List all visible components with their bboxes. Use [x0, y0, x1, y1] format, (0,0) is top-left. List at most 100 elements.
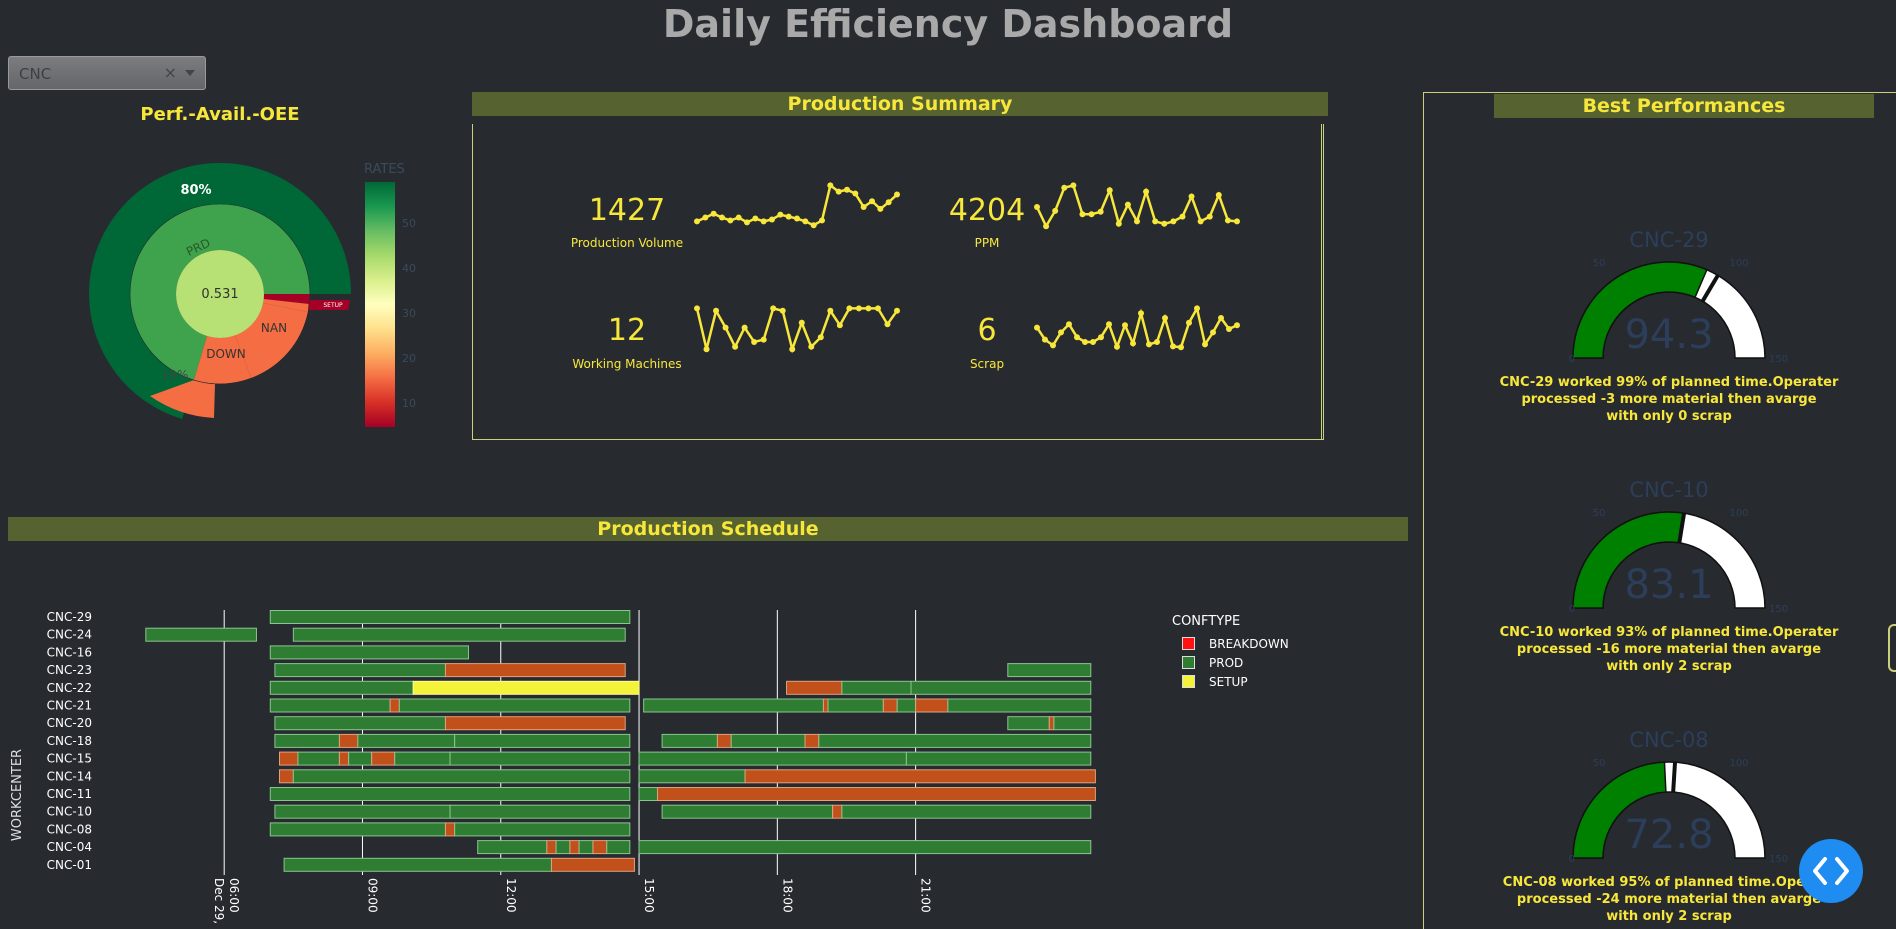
- gantt-bar[interactable]: [477, 840, 548, 855]
- gantt-bar[interactable]: [661, 804, 834, 819]
- sunburst-outer-prd-arc[interactable]: [89, 163, 351, 294]
- gantt-bar[interactable]: [1048, 716, 1055, 731]
- gantt-bar[interactable]: [896, 698, 917, 713]
- gantt-bar[interactable]: [546, 840, 557, 855]
- gantt-bar[interactable]: [338, 733, 359, 748]
- sunburst-center[interactable]: [176, 250, 264, 338]
- chevron-down-icon[interactable]: [185, 70, 195, 76]
- gantt-bar[interactable]: [269, 610, 631, 624]
- gauge-value: 83.1: [1624, 562, 1713, 608]
- legend-item[interactable]: PROD: [1182, 652, 1243, 671]
- sparkline-point: [703, 346, 710, 353]
- gantt-bar[interactable]: [274, 804, 451, 819]
- gantt-bar[interactable]: [269, 680, 414, 695]
- gantt-bar[interactable]: [804, 733, 820, 748]
- gantt-bar[interactable]: [454, 733, 631, 748]
- gantt-bar[interactable]: [818, 733, 1092, 748]
- legend-item[interactable]: SETUP: [1182, 671, 1248, 690]
- sunburst-outer-prd-arc-2[interactable]: [89, 294, 194, 419]
- gantt-bar[interactable]: [398, 698, 631, 713]
- sparkline-point: [727, 217, 734, 224]
- gauge-tick: 100: [1729, 508, 1748, 519]
- gantt-bar[interactable]: [269, 698, 391, 713]
- gantt-bar[interactable]: [661, 733, 718, 748]
- gantt-bar[interactable]: [569, 840, 580, 855]
- gauge-tick: 50: [1593, 758, 1606, 769]
- gantt-bar[interactable]: [269, 822, 446, 837]
- gantt-bar[interactable]: [145, 627, 257, 642]
- gantt-bar[interactable]: [643, 698, 824, 713]
- gantt-bar[interactable]: [454, 822, 631, 837]
- gauge-tick: 150: [1769, 604, 1788, 615]
- gantt-bar[interactable]: [449, 804, 631, 819]
- gantt-bar[interactable]: [269, 787, 631, 801]
- gantt-bar[interactable]: [578, 840, 594, 855]
- legend-item[interactable]: BREAKDOWN: [1182, 633, 1289, 652]
- gantt-bar[interactable]: [274, 716, 446, 731]
- gantt-bar[interactable]: [394, 751, 451, 766]
- side-panel-handle[interactable]: [1888, 624, 1896, 672]
- gantt-bar[interactable]: [638, 787, 658, 801]
- machine-filter-dropdown[interactable]: CNC ×: [8, 56, 206, 90]
- gantt-bar[interactable]: [638, 769, 746, 784]
- gantt-bar[interactable]: [279, 751, 299, 766]
- gantt-bar[interactable]: [822, 698, 829, 713]
- gantt-bar[interactable]: [269, 645, 469, 660]
- gantt-bar[interactable]: [283, 857, 552, 872]
- code-toggle-button[interactable]: [1799, 839, 1863, 903]
- gantt-bar[interactable]: [730, 733, 806, 748]
- gantt-bar[interactable]: [555, 840, 571, 855]
- gantt-bar[interactable]: [292, 769, 631, 784]
- gantt-bar[interactable]: [292, 627, 626, 642]
- sunburst-setup-arc[interactable]: [308, 300, 350, 310]
- gantt-bar[interactable]: [786, 680, 843, 695]
- sunburst-prd-arc[interactable]: [130, 204, 310, 294]
- gantt-bar[interactable]: [412, 680, 640, 695]
- sunburst-outer-down-arc[interactable]: [150, 380, 215, 418]
- gantt-bar[interactable]: [744, 769, 1096, 784]
- sunburst-chart[interactable]: 0.531 PRD DOWN NAN SETUP 80% 19%: [80, 150, 420, 440]
- gantt-bar[interactable]: [905, 751, 1092, 766]
- gantt-bar[interactable]: [832, 804, 843, 819]
- gantt-bar[interactable]: [606, 840, 631, 855]
- gantt-bar[interactable]: [357, 733, 456, 748]
- gantt-bar[interactable]: [947, 698, 1092, 713]
- gantt-bar[interactable]: [910, 680, 1092, 695]
- sunburst-down-arc[interactable]: [194, 335, 251, 384]
- gantt-bar[interactable]: [444, 822, 456, 837]
- gantt-bar[interactable]: [297, 751, 340, 766]
- gantt-bar[interactable]: [348, 751, 373, 766]
- gantt-bar[interactable]: [882, 698, 898, 713]
- gantt-bar[interactable]: [371, 751, 396, 766]
- gantt-bar[interactable]: [444, 716, 626, 731]
- gantt-bar[interactable]: [638, 751, 907, 766]
- sunburst-prd-arc-lower[interactable]: [130, 294, 207, 380]
- gantt-bar[interactable]: [279, 769, 294, 784]
- gantt-bar[interactable]: [274, 733, 340, 748]
- gantt-bar[interactable]: [1007, 716, 1050, 731]
- gantt-bar[interactable]: [841, 804, 1092, 819]
- gantt-bar[interactable]: [389, 698, 400, 713]
- gantt-bar[interactable]: [841, 680, 912, 695]
- gantt-bar[interactable]: [915, 698, 949, 713]
- gantt-bar[interactable]: [1053, 716, 1092, 731]
- gantt-bar[interactable]: [592, 840, 608, 855]
- gantt-bar[interactable]: [1007, 663, 1092, 678]
- clear-icon[interactable]: ×: [163, 63, 177, 82]
- gantt-bar[interactable]: [449, 751, 631, 766]
- gantt-bar[interactable]: [827, 698, 884, 713]
- page-title: Daily Efficiency Dashboard: [662, 2, 1234, 46]
- gantt-bar[interactable]: [716, 733, 732, 748]
- gantt-bar[interactable]: [638, 840, 1092, 855]
- gantt-bar[interactable]: [274, 663, 446, 678]
- gantt-bar[interactable]: [550, 857, 635, 872]
- sparkline-point: [1043, 223, 1050, 230]
- gantt-bar[interactable]: [338, 751, 350, 766]
- sunburst-nan-arc[interactable]: [235, 303, 308, 378]
- gantt-bar[interactable]: [656, 787, 1096, 801]
- gantt-bar[interactable]: [444, 663, 626, 678]
